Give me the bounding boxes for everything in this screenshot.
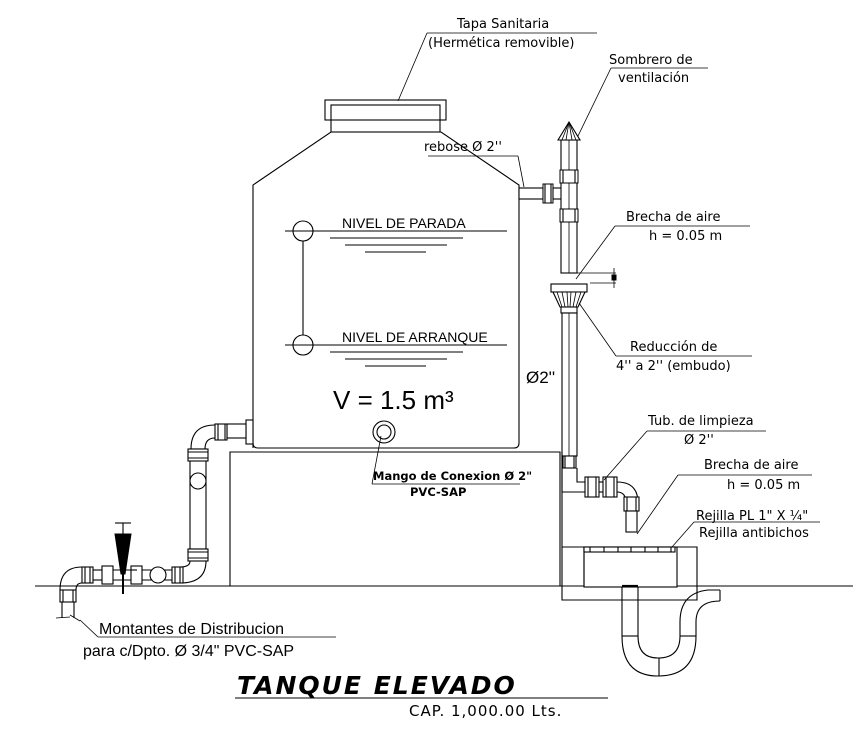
risers-label-2: para c/Dpto. Ø 3/4" PVC-SAP bbox=[83, 643, 294, 660]
cleaning-pipe-label-1: Tub. de limpieza bbox=[647, 414, 754, 429]
air-gap-dimension bbox=[577, 268, 617, 288]
tank-body bbox=[252, 131, 520, 449]
risers-leader bbox=[79, 619, 99, 638]
air-gap-1-leader bbox=[575, 225, 616, 280]
drawing-subtitle: CAP. 1,000.00 Lts. bbox=[409, 702, 562, 720]
vent-label-1: Sombrero de bbox=[609, 53, 693, 68]
vent-cap-icon bbox=[557, 120, 581, 141]
level-indicator bbox=[285, 220, 507, 367]
drain-box bbox=[561, 452, 698, 601]
air-gap-1-label-1: Brecha de aire bbox=[626, 210, 720, 225]
lid-label-2: (Hermética removible) bbox=[428, 36, 575, 51]
stop-level-label: NIVEL DE PARADA bbox=[342, 215, 466, 231]
reducer-label-1: Reducción de bbox=[630, 340, 717, 355]
connection-label-2: PVC-SAP bbox=[410, 485, 466, 499]
pipe-diameter-label: Ø2'' bbox=[526, 368, 555, 387]
risers-label-1: Montantes de Distribucion bbox=[99, 621, 284, 638]
grate-label-1: Rejilla PL 1" X ¼" bbox=[696, 509, 808, 524]
grate-label-2: Rejilla antibichos bbox=[699, 526, 809, 541]
air-gap-1-label-2: h = 0.05 m bbox=[649, 229, 722, 244]
pipe-union-icon-2 bbox=[149, 566, 167, 584]
vent-label-2: ventilación bbox=[618, 71, 689, 86]
reducer-leader bbox=[578, 302, 617, 357]
lid-leader bbox=[397, 32, 428, 102]
drawing-title: TANQUE ELEVADO bbox=[237, 671, 517, 700]
air-gap-2-label-1: Brecha de aire bbox=[704, 458, 798, 473]
cleaning-pipe-label-2: Ø 2'' bbox=[684, 433, 714, 448]
cleaning-pipe-leader bbox=[603, 430, 648, 481]
overflow-label: rebose Ø 2'' bbox=[424, 140, 502, 155]
connection-socket bbox=[371, 420, 520, 485]
air-gap-2-leader bbox=[636, 474, 679, 535]
drain-pipe bbox=[561, 312, 578, 469]
overflow-pipe bbox=[518, 139, 579, 274]
volume-label: V = 1.5 m³ bbox=[333, 385, 454, 415]
lid-label-1: Tapa Sanitaria bbox=[456, 17, 549, 32]
vent-leader bbox=[577, 67, 612, 137]
pipe-union-icon bbox=[189, 472, 207, 490]
distribution-piping bbox=[55, 419, 254, 622]
air-gap-2-label-2: h = 0.05 m bbox=[727, 478, 800, 493]
sanitary-lid bbox=[324, 99, 447, 133]
reducer-label-2: 4'' a 2'' (embudo) bbox=[616, 359, 731, 374]
grate-icon bbox=[583, 546, 676, 553]
funnel-reducer bbox=[550, 283, 588, 314]
grate-leader bbox=[671, 521, 695, 548]
tank-base bbox=[229, 451, 561, 586]
p-trap bbox=[621, 584, 721, 677]
overflow-leader bbox=[517, 155, 525, 188]
connection-label-1: Mango de Conexion Ø 2" bbox=[373, 469, 532, 483]
cleaning-pipe bbox=[561, 468, 640, 533]
gate-valve-icon bbox=[114, 522, 132, 594]
start-level-label: NIVEL DE ARRANQUE bbox=[342, 329, 488, 345]
